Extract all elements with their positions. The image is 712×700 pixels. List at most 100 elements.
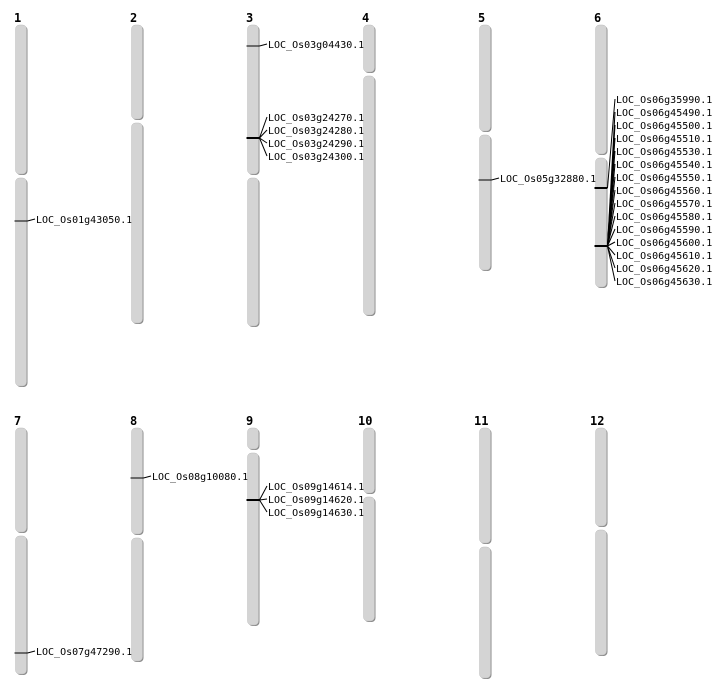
chromosome-short-arm — [479, 24, 491, 132]
gene-label: LOC_Os06g45620.1 — [616, 264, 712, 275]
gene-label: LOC_Os06g45630.1 — [616, 277, 712, 288]
gene-leader-line — [607, 202, 616, 247]
gene-marker: LOC_Os05g32880.1 — [478, 174, 596, 185]
gene-label: LOC_Os03g24270.1 — [268, 113, 364, 124]
chromosome-short-arm — [595, 24, 607, 155]
chromosome-short-arm — [15, 427, 27, 533]
gene-leader-line — [259, 129, 268, 139]
chromosome-short-arm — [131, 24, 143, 120]
chromosome-long-arm — [595, 157, 607, 288]
gene-label: LOC_Os09g14630.1 — [268, 508, 364, 519]
chromosome-long-arm — [131, 122, 143, 324]
chromosome-short-arm — [363, 24, 375, 73]
gene-marker: LOC_Os03g24300.1 — [246, 137, 364, 163]
chromosome-4: 4 — [362, 11, 376, 316]
chromosome-12: 12 — [590, 414, 608, 656]
gene-label: LOC_Os01g43050.1 — [36, 215, 132, 226]
gene-leader-line — [259, 498, 268, 501]
gene-leader-line — [607, 245, 616, 256]
gene-label: LOC_Os06g45600.1 — [616, 238, 712, 249]
gene-leader-line — [491, 177, 500, 181]
gene-marker: LOC_Os09g14630.1 — [246, 499, 364, 519]
chromosome-number: 10 — [358, 414, 372, 428]
gene-leader-line — [259, 137, 268, 144]
gene-label: LOC_Os06g45560.1 — [616, 186, 712, 197]
gene-label: LOC_Os06g45570.1 — [616, 199, 712, 210]
chromosome-number: 1 — [14, 11, 21, 25]
chromosome-short-arm — [247, 427, 259, 450]
gene-label: LOC_Os07g47290.1 — [36, 647, 132, 658]
chromosome-number: 12 — [590, 414, 604, 428]
gene-leader-line — [259, 485, 268, 501]
gene-label: LOC_Os06g45500.1 — [616, 121, 712, 132]
chromosome-long-arm — [479, 546, 491, 679]
gene-label: LOC_Os03g24290.1 — [268, 139, 364, 150]
chromosome-short-arm — [15, 24, 27, 175]
gene-leader-line — [143, 475, 152, 479]
gene-label: LOC_Os03g04430.1 — [268, 40, 364, 51]
gene-leader-line — [259, 499, 268, 513]
chromosome-long-arm — [247, 177, 259, 327]
chromosome-number: 11 — [474, 414, 488, 428]
chromosome-number: 3 — [246, 11, 253, 25]
chromosome-long-arm — [131, 537, 143, 662]
gene-label: LOC_Os09g14620.1 — [268, 495, 364, 506]
gene-leader-line — [607, 241, 616, 247]
gene-marker: LOC_Os01g43050.1 — [14, 215, 132, 226]
gene-marker: LOC_Os09g14620.1 — [246, 495, 364, 506]
gene-leader-line — [607, 228, 616, 247]
chromosome-number: 2 — [130, 11, 137, 25]
chromosome-3: 3LOC_Os03g04430.1LOC_Os03g24270.1LOC_Os0… — [246, 11, 364, 327]
gene-label: LOC_Os03g24280.1 — [268, 126, 364, 137]
gene-label: LOC_Os06g45590.1 — [616, 225, 712, 236]
gene-label: LOC_Os06g45490.1 — [616, 108, 712, 119]
gene-label: LOC_Os06g45510.1 — [616, 134, 712, 145]
chromosome-long-arm — [479, 134, 491, 271]
gene-leader-line — [607, 215, 616, 247]
gene-label: LOC_Os06g45530.1 — [616, 147, 712, 158]
gene-leader-line — [259, 43, 268, 47]
chromosome-long-arm — [363, 496, 375, 622]
chromosome-10: 10 — [358, 414, 376, 622]
chromosome-number: 6 — [594, 11, 601, 25]
chromosome-long-arm — [595, 529, 607, 656]
chromosome-short-arm — [363, 427, 375, 494]
gene-leader-line — [607, 245, 616, 282]
gene-label: LOC_Os06g45580.1 — [616, 212, 712, 223]
gene-leader-line — [259, 116, 268, 139]
gene-label: LOC_Os06g35990.1 — [616, 95, 712, 106]
gene-marker: LOC_Os06g45600.1 — [594, 238, 712, 249]
gene-label: LOC_Os08g10080.1 — [152, 472, 248, 483]
chromosome-number: 4 — [362, 11, 369, 25]
chromosome-short-arm — [247, 24, 259, 175]
gene-leader-line — [27, 218, 36, 222]
gene-leader-line — [27, 650, 36, 654]
chromosome-number: 8 — [130, 414, 137, 428]
chromosome-11: 11 — [474, 414, 492, 679]
gene-leader-line — [259, 137, 268, 157]
gene-label: LOC_Os06g45610.1 — [616, 251, 712, 262]
gene-marker: LOC_Os08g10080.1 — [130, 472, 248, 483]
gene-label: LOC_Os09g14614.1 — [268, 482, 364, 493]
chromosome-short-arm — [131, 427, 143, 535]
gene-label: LOC_Os03g24300.1 — [268, 152, 364, 163]
gene-marker: LOC_Os03g24280.1 — [246, 126, 364, 139]
gene-marker: LOC_Os03g04430.1 — [246, 40, 364, 51]
gene-label: LOC_Os05g32880.1 — [500, 174, 596, 185]
gene-leader-line — [607, 98, 616, 189]
chromosome-long-arm — [363, 75, 375, 316]
gene-marker: LOC_Os06g45630.1 — [594, 245, 712, 288]
gene-label: LOC_Os06g45540.1 — [616, 160, 712, 171]
chromosome-long-arm — [15, 535, 27, 675]
chromosome-6: 6LOC_Os06g35990.1LOC_Os06g45490.1LOC_Os0… — [594, 11, 712, 288]
gene-marker: LOC_Os06g35990.1 — [594, 95, 712, 189]
chromosome-9: 9LOC_Os09g14614.1LOC_Os09g14620.1LOC_Os0… — [246, 414, 364, 626]
chromosome-number: 9 — [246, 414, 253, 428]
chromosome-short-arm — [479, 427, 491, 544]
chromosome-number: 5 — [478, 11, 485, 25]
